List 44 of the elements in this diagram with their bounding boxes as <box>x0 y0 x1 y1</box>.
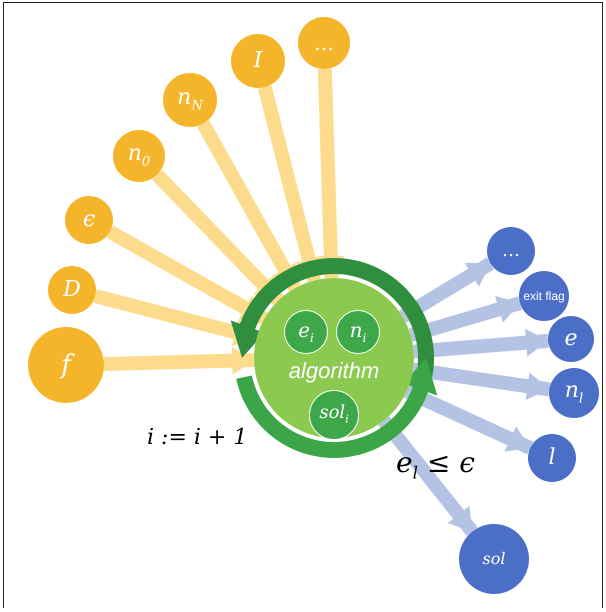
arrow <box>378 416 478 536</box>
arrow <box>106 226 268 325</box>
node-label: I <box>254 50 262 72</box>
variable-circle <box>48 266 96 314</box>
node-label: … <box>314 33 334 53</box>
node-label: n$_{0}$ <box>128 143 150 169</box>
arrow <box>197 120 302 292</box>
arrow <box>398 257 494 323</box>
node-label: n$_{N}$ <box>177 87 203 113</box>
node-label: l <box>548 447 556 469</box>
variable-circle <box>298 17 350 69</box>
arrow <box>258 85 322 282</box>
arrow <box>412 362 550 400</box>
node-label: … <box>502 242 520 260</box>
variable-circle <box>113 130 165 182</box>
node-label: ϵ <box>82 209 96 231</box>
node-label: sol$_{i}$ <box>319 404 349 426</box>
node-label: exit flag <box>523 290 565 302</box>
variable-circle <box>231 34 285 88</box>
variable-circle <box>336 310 380 354</box>
variable-circle <box>487 227 535 275</box>
node-label: n$_{l}$ <box>564 380 584 406</box>
node-label: algorithm <box>288 360 380 382</box>
arrow <box>104 346 254 375</box>
variable-circle <box>548 316 594 362</box>
variable-circle <box>284 310 328 354</box>
arrow <box>404 385 534 454</box>
variable-circle <box>65 196 113 244</box>
variable-circle <box>549 368 599 418</box>
node-label: e$_{i}$ <box>298 320 314 344</box>
variable-circle <box>528 434 576 482</box>
variable-circle <box>163 73 217 127</box>
math-label: e$_{l}$ ≤ ϵ <box>396 448 475 482</box>
arrow <box>413 328 549 359</box>
node-label: sol <box>482 551 506 567</box>
math-label: i := i + 1 <box>147 426 248 450</box>
arrow <box>408 296 522 342</box>
node-label: n$_{i}$ <box>350 320 366 344</box>
arrow <box>316 68 345 278</box>
variable-circle <box>519 271 569 321</box>
arrow <box>152 170 284 306</box>
node-label: e <box>564 328 578 350</box>
node-label: D <box>63 279 81 301</box>
variable-circle <box>309 390 359 440</box>
